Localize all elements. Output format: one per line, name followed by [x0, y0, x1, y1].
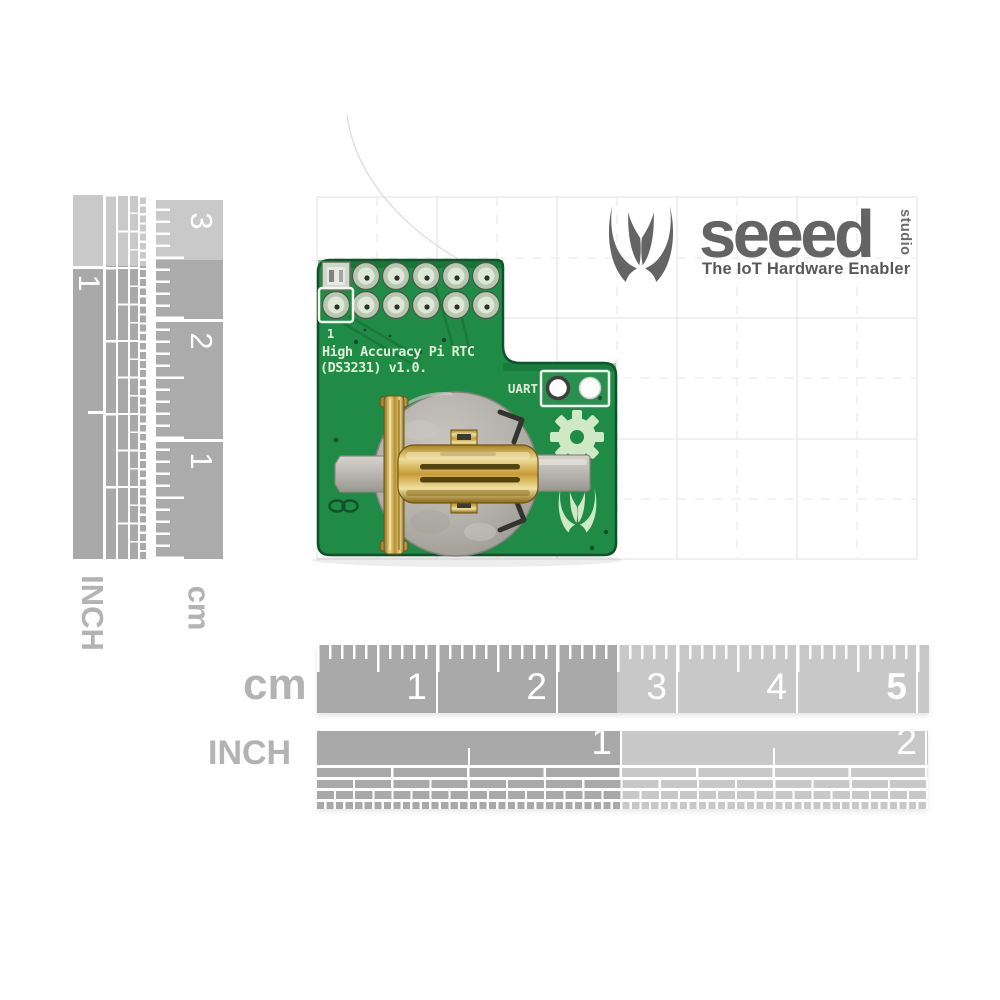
- quarter-tick-row: [317, 768, 928, 777]
- seeed-tagline: The IoT Hardware Enabler: [702, 260, 911, 278]
- ruler-number: 1: [591, 721, 612, 762]
- mm-ticks: [156, 200, 170, 559]
- stray-wire: [346, 114, 459, 260]
- uart-label: UART: [508, 381, 538, 396]
- eighth-tick-row: [317, 780, 928, 788]
- seeed-studio-label: studio: [897, 209, 913, 256]
- ruler-number: 2: [896, 721, 917, 762]
- ruler-label-inch-left: INCH: [75, 575, 110, 651]
- sixteenth-tick-row: [317, 791, 928, 799]
- ruler-number: 4: [766, 666, 787, 707]
- uart-pad: [545, 375, 571, 401]
- through-hole-pads: [321, 261, 501, 320]
- ruler-number: 3: [646, 666, 667, 707]
- header-pads: 1: [317, 261, 501, 341]
- battery-clip: [397, 429, 539, 514]
- ruler-left-cm: 3 2 1: [156, 200, 223, 559]
- ruler-label-inch-bottom: INCH: [208, 734, 292, 772]
- ruler-number: 1: [72, 274, 105, 292]
- ruler-number: 3: [184, 212, 219, 230]
- seeed-leaf-icon: [608, 206, 674, 282]
- ruler-main-bar: [73, 195, 103, 559]
- battery-holder: [334, 391, 591, 557]
- uart-pad: [578, 376, 602, 400]
- half-inch-tick: [772, 748, 775, 765]
- pcb-silkscreen-title: High Accuracy Pi RTC: [322, 344, 475, 360]
- ruler-left-inch: 1: [72, 195, 146, 559]
- ruler-label-cm-left: cm: [181, 585, 216, 631]
- ruler-bottom-inch: 1 2: [317, 721, 928, 809]
- half-inch-tick: [88, 411, 103, 414]
- ruler-bottom-cm: 1 2 3 4 5: [317, 645, 929, 713]
- eighth-tick-column: [118, 195, 128, 559]
- ruler-number: 1: [406, 666, 427, 707]
- pin1-label: 1: [327, 327, 334, 341]
- half-inch-tick: [467, 748, 470, 765]
- ruler-number: 2: [184, 332, 219, 350]
- thirtysecond-tick-column: [140, 195, 146, 559]
- seeed-wordmark: seeed: [699, 197, 875, 272]
- quarter-tick-column: [106, 195, 116, 559]
- pcb-board-photo: 1 High Accuracy Pi RTC (DS3231) v1.0. UA…: [312, 114, 622, 567]
- uart-header: UART: [508, 369, 611, 408]
- chain-link-icon: [328, 499, 359, 513]
- ruler-number: 1: [184, 452, 219, 470]
- ruler-label-cm-bottom: cm: [243, 660, 307, 709]
- pin1-marker-box: [317, 286, 355, 324]
- ruler-number: 2: [526, 666, 547, 707]
- thirtysecond-tick-row: [317, 801, 928, 809]
- mm-ticks: [317, 645, 929, 659]
- silkscreen-leaf-icon: [558, 488, 597, 533]
- ruler-number: 5: [886, 666, 907, 707]
- pcb-silkscreen-version: (DS3231) v1.0.: [320, 360, 427, 376]
- pcb-vias: [333, 328, 609, 551]
- battery-gold-rail: [379, 395, 409, 555]
- ruler-main-bar: 1 2: [317, 721, 928, 765]
- sixteenth-tick-column: [130, 195, 138, 559]
